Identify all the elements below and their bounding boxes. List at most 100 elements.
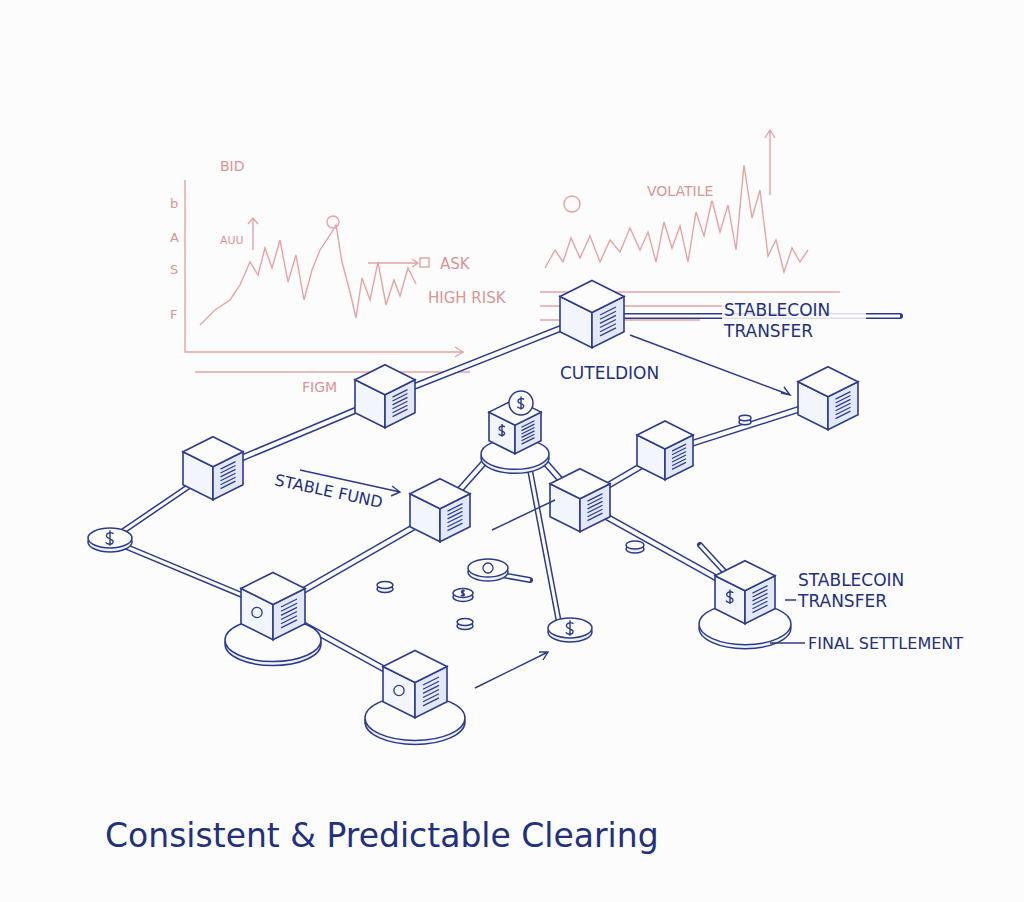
block-grille <box>600 307 616 315</box>
block-grille <box>836 392 851 400</box>
block-grille <box>281 607 297 615</box>
coin-top <box>88 528 132 548</box>
block-icon <box>252 607 262 617</box>
block-grille <box>281 612 297 620</box>
coin-top <box>468 559 508 577</box>
spike-arrow <box>765 130 775 195</box>
block-grille <box>522 438 535 445</box>
block-grille <box>522 424 535 431</box>
annotation-label: A <box>168 230 181 246</box>
volatile-line <box>545 165 808 272</box>
annotation-label: b <box>168 196 180 212</box>
ask-marker <box>420 258 429 267</box>
block-grille <box>600 311 616 319</box>
dollar-symbol <box>499 424 505 437</box>
block-grille <box>221 466 236 474</box>
block-grille <box>448 511 463 519</box>
block-grille <box>281 599 297 607</box>
block-grille <box>423 685 439 693</box>
block-grille <box>836 399 851 407</box>
block-grille <box>221 477 236 485</box>
block-grille <box>588 501 603 509</box>
block-grille <box>423 698 439 706</box>
diagram-title: Consistent & Predictable Clearing <box>105 816 659 855</box>
block-grille <box>393 394 408 402</box>
price-line <box>200 225 416 325</box>
dollar-symbol <box>566 620 574 635</box>
coin-hole <box>483 563 493 573</box>
annotation-label: S <box>168 262 180 278</box>
block-grille <box>448 515 463 523</box>
block-grille <box>393 397 408 405</box>
pipes <box>110 316 900 686</box>
axis-arrow <box>455 347 463 357</box>
block-grille <box>448 519 463 527</box>
block-grille <box>672 451 686 458</box>
coin-top <box>453 589 473 598</box>
block-grille <box>753 597 768 605</box>
block-grille <box>448 523 463 531</box>
risk-icon <box>564 196 580 212</box>
flow-arrow <box>475 652 548 688</box>
block-grille <box>588 505 603 513</box>
coin-top <box>377 581 393 588</box>
flow-line <box>492 500 555 530</box>
annotation-label: AUU <box>218 234 246 248</box>
block-grille <box>600 328 616 336</box>
spread-arrow <box>248 218 258 250</box>
block-grille <box>221 462 236 470</box>
block-grille <box>753 590 768 598</box>
annotation-label: HIGH RISK <box>426 289 508 308</box>
annotation-label: STABLECOIN TRANSFER <box>722 300 866 343</box>
dollar-symbol <box>461 589 465 596</box>
annotation-label: ASK <box>438 255 472 274</box>
block-grille <box>423 677 439 685</box>
block-grille <box>423 690 439 698</box>
coin-top <box>739 415 751 420</box>
block-grille <box>522 421 535 428</box>
coins <box>88 391 751 642</box>
coin-top <box>509 391 533 415</box>
block-grille <box>836 407 851 415</box>
chart-axes <box>185 180 462 352</box>
block-grille <box>448 504 463 512</box>
block-grille <box>672 459 686 466</box>
annotation-label: VOLATILE <box>645 183 715 201</box>
dollar-symbol <box>726 589 733 604</box>
block-grille <box>588 494 603 502</box>
dollar-symbol <box>106 530 114 545</box>
block-icon <box>394 685 404 695</box>
annotation-label: FINAL SETTLEMENT <box>806 634 965 654</box>
annotation-label: FIGM <box>300 379 339 397</box>
block-grille <box>672 455 686 462</box>
block-grille <box>221 481 236 489</box>
block-grille <box>600 324 616 332</box>
block-grille <box>393 401 408 409</box>
block-grille <box>281 603 297 611</box>
coin-top <box>457 618 473 625</box>
annotation-label: STABLECOIN TRANSFER <box>796 570 940 613</box>
blocks <box>183 280 858 744</box>
block-grille <box>423 681 439 689</box>
annotation-label: BID <box>218 158 247 176</box>
block-grille <box>588 498 603 506</box>
block-grille <box>522 431 535 438</box>
block-grille <box>522 427 535 434</box>
block-grille <box>448 508 463 516</box>
block-grille <box>393 409 408 417</box>
block-grille <box>221 469 236 477</box>
annotation-label: CUTELDION <box>558 363 661 384</box>
block-grille <box>588 509 603 517</box>
block-grille <box>281 616 297 624</box>
annotation-label: F <box>168 307 179 323</box>
block-grille <box>600 320 616 328</box>
coin-top <box>548 618 592 638</box>
ask-arrow <box>368 259 418 267</box>
block-grille <box>393 405 408 413</box>
block-grille <box>423 694 439 702</box>
block-grille <box>221 473 236 481</box>
block-grille <box>281 620 297 628</box>
block-grille <box>836 411 851 419</box>
block-grille <box>393 390 408 398</box>
